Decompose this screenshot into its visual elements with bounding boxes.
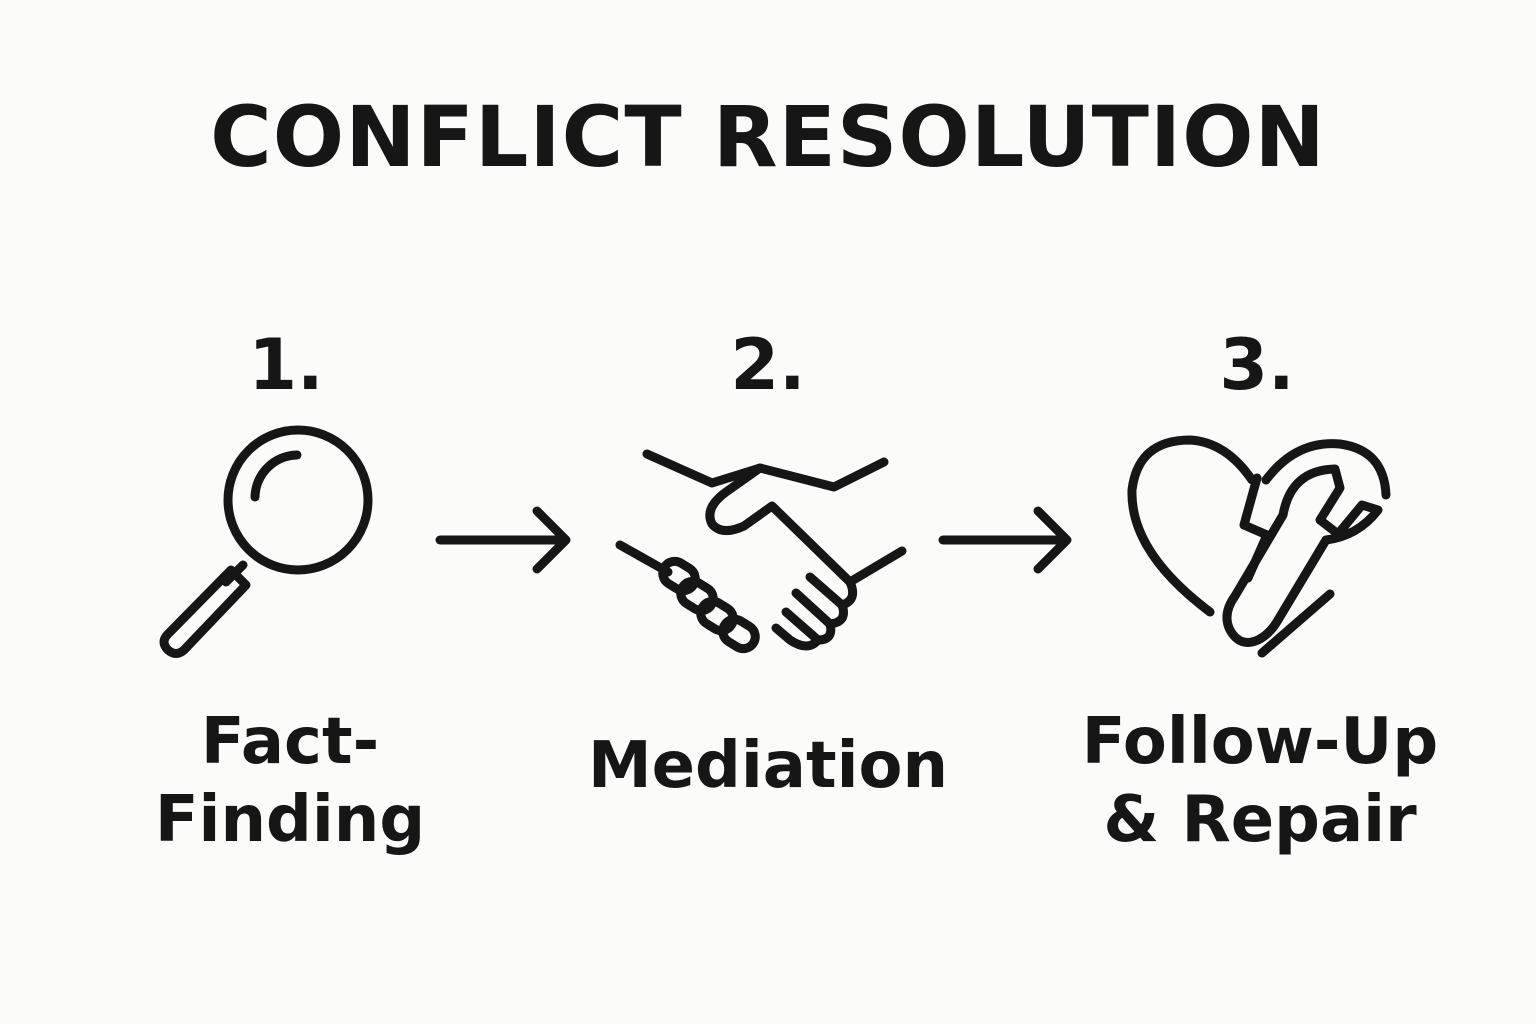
step-2-label: Mediation [568, 727, 968, 805]
step-3-label: Follow-Up & Repair [1070, 703, 1450, 859]
arrow-right-icon [938, 506, 1072, 574]
magnifying-glass-icon [159, 425, 373, 658]
heart-wrench-icon [1127, 435, 1391, 658]
step-3-number: 3. [1219, 324, 1295, 406]
handshake-icon [615, 449, 907, 654]
step-1-number: 1. [248, 324, 324, 406]
step-1-label-line-2: Finding [154, 783, 426, 857]
diagram-title: CONFLICT RESOLUTION [210, 88, 1326, 186]
step-2-number: 2. [730, 324, 806, 406]
step-1-label: Fact- Finding [140, 703, 440, 859]
arrow-right-icon [435, 506, 571, 574]
step-2-label-line-1: Mediation [587, 729, 949, 803]
step-3-label-line-2: & Repair [1103, 783, 1417, 857]
step-1-label-line-1: Fact- [200, 705, 380, 779]
step-3-label-line-1: Follow-Up [1081, 705, 1439, 779]
